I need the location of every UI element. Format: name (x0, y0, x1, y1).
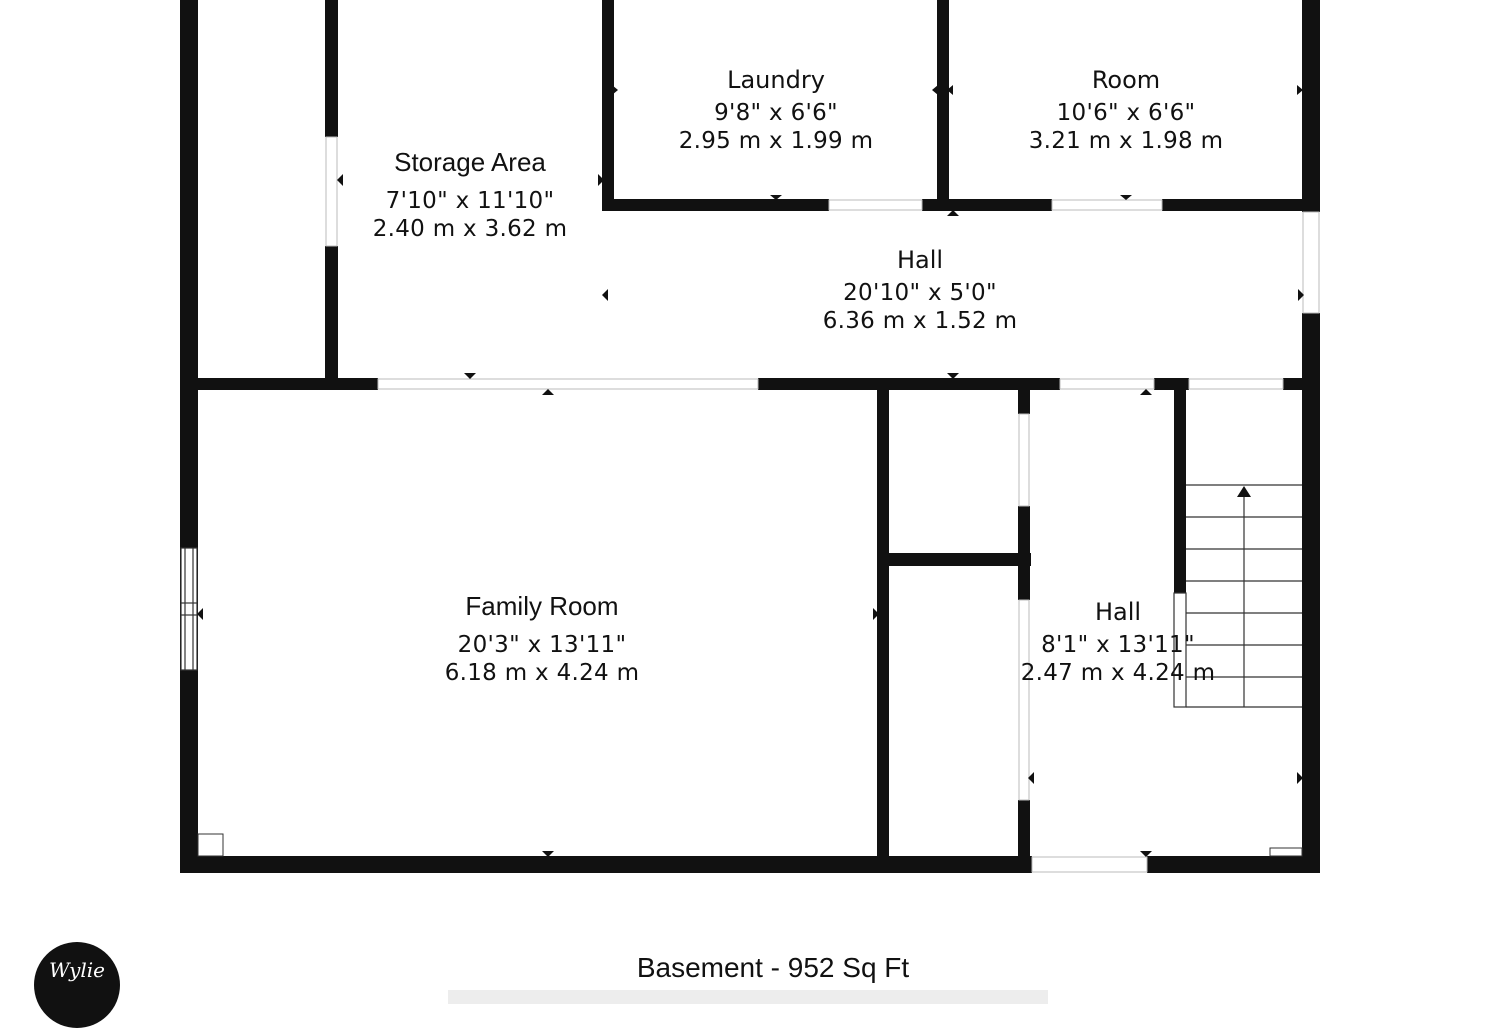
wall-bottom (180, 856, 1032, 873)
wall-closet-right-b (1018, 506, 1030, 600)
window-west (180, 547, 198, 671)
room-hall-upper-dim-metric: 6.36 m x 1.52 m (822, 308, 1018, 334)
room-family-name: Family Room (465, 591, 619, 621)
watermark (448, 990, 1048, 1004)
room-hall-upper-name: Hall (896, 246, 944, 274)
stair-up-arrow-icon (1237, 486, 1251, 497)
wall-room-bottom-b (1162, 199, 1320, 211)
room-hall-lower-name: Hall (1094, 598, 1142, 626)
room-room: Room 10'6" x 6'6" 3.21 m x 1.98 m (1029, 66, 1224, 154)
room-hall-lower-dim-imperial: 8'1" x 13'11" (1041, 632, 1195, 658)
opening-closet-a (1018, 413, 1030, 507)
wall-stair (1174, 385, 1186, 593)
logo-text: Wylie (48, 958, 106, 982)
wall-right-top (1302, 0, 1320, 212)
wall-laundry-room-divider (937, 0, 949, 211)
room-room-name: Room (1091, 66, 1161, 94)
brokerage-logo-icon: Wylie (34, 942, 120, 1028)
opening-stair-top (1188, 378, 1284, 390)
opening-hall-lower-top (1059, 378, 1155, 390)
room-storage-dim-imperial: 7'10" x 11'10" (385, 188, 555, 214)
fixtures (197, 833, 1303, 857)
room-family-dim-imperial: 20'3" x 13'11" (457, 632, 627, 658)
room-hall-upper-dim-imperial: 20'10" x 5'0" (843, 280, 997, 306)
wall-hall-bottom-d (1283, 378, 1320, 390)
wall-storage-left-top (325, 0, 338, 137)
opening-laundry (828, 199, 923, 211)
room-laundry: Laundry 9'8" x 6'6" 2.95 m x 1.99 m (679, 66, 874, 154)
room-hall-upper: Hall 20'10" x 5'0" 6.36 m x 1.52 m (823, 246, 1018, 334)
measurement-markers (197, 85, 1304, 857)
room-laundry-dim-imperial: 9'8" x 6'6" (714, 100, 838, 126)
wall-closet-divider (877, 553, 1031, 566)
wall-bottom-right (1147, 856, 1320, 873)
wall-hall-bottom-b (758, 378, 1060, 390)
room-laundry-dim-metric: 2.95 m x 1.99 m (678, 128, 874, 154)
floor-plan (180, 0, 1320, 873)
room-hall-lower: Hall 8'1" x 13'11" 2.47 m x 4.24 m (1021, 598, 1216, 686)
wall-right-bottom (1302, 313, 1320, 873)
floor-label: Basement - 952 Sq Ft (636, 952, 910, 983)
wall-hall-bottom-a (180, 378, 378, 390)
wall-laundry-bottom (602, 199, 829, 211)
wall-storage-left-bottom (325, 246, 338, 390)
wall-family-right (877, 385, 889, 873)
opening-family-top (377, 378, 759, 390)
opening-hall-right (1302, 211, 1320, 314)
room-family: Family Room 20'3" x 13'11" 6.18 m x 4.24… (445, 591, 640, 686)
openings (325, 136, 1320, 873)
room-storage-dim-metric: 2.40 m x 3.62 m (372, 216, 568, 242)
wall-left (180, 0, 198, 873)
room-room-dim-imperial: 10'6" x 6'6" (1056, 100, 1196, 126)
wall-storage-right (602, 0, 614, 211)
wall-closet-right-c (1018, 800, 1030, 873)
room-room-dim-metric: 3.21 m x 1.98 m (1028, 128, 1224, 154)
opening-bottom (1031, 856, 1148, 873)
opening-storage-left (325, 136, 338, 247)
room-laundry-name: Laundry (727, 66, 825, 94)
opening-room (1051, 199, 1163, 211)
room-storage: Storage Area 7'10" x 11'10" 2.40 m x 3.6… (373, 147, 568, 242)
opening-closet-b (1018, 599, 1030, 801)
room-family-dim-metric: 6.18 m x 4.24 m (444, 660, 640, 686)
wall-closet-right-a (1018, 385, 1030, 414)
room-storage-name: Storage Area (394, 147, 546, 177)
room-hall-lower-dim-metric: 2.47 m x 4.24 m (1020, 660, 1216, 686)
wall-room-bottom-a (922, 199, 1052, 211)
staircase (1173, 484, 1302, 708)
